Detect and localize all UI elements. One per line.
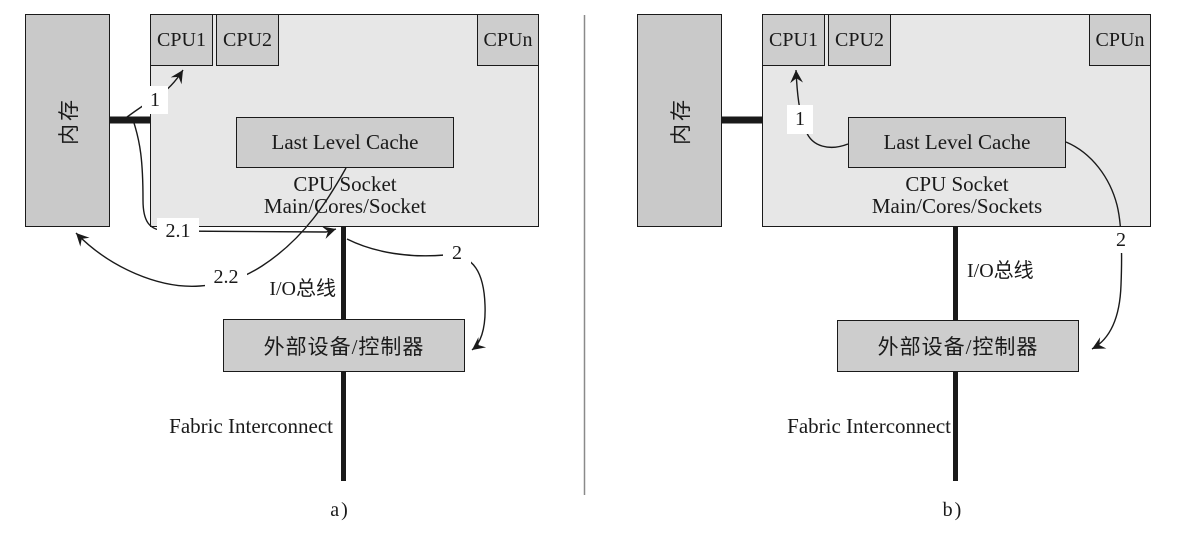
socket-caption: CPU Socket Main/Cores/Sockets [807,173,1107,217]
cpu2-box: CPU2 [828,14,891,66]
fabric-interconnect-label: Fabric Interconnect [787,414,951,438]
socket-caption: CPU Socket Main/Cores/Socket [195,173,495,217]
memory-label: 内存 [668,96,693,145]
step-label-2-1: 2.1 [157,218,199,245]
cpun-label: CPUn [483,28,533,51]
fabric-interconnect-label: Fabric Interconnect [169,414,333,438]
cpu1-box: CPU1 [150,14,213,66]
last-level-cache-box: Last Level Cache [236,117,454,168]
panel-b-caption: b) [942,499,964,521]
socket-caption-line2: Main/Cores/Sockets [871,194,1043,218]
socket-caption-line1: CPU Socket [293,172,397,196]
cpu1-box: CPU1 [762,14,825,66]
cpun-box: CPUn [1089,14,1151,66]
memory-box: 内存 [25,14,110,227]
cpu1-label: CPU1 [769,28,818,51]
cpu2-box: CPU2 [216,14,279,66]
llc-label: Last Level Cache [883,130,1031,154]
memory-label: 内存 [56,96,81,145]
external-device-box: 外部设备/控制器 [837,320,1079,372]
step-label-1: 1 [142,86,168,114]
cpun-label: CPUn [1095,28,1145,51]
step-label-2: 2 [1107,227,1135,253]
external-device-label: 外部设备/控制器 [877,335,1039,359]
last-level-cache-box: Last Level Cache [848,117,1066,168]
external-device-box: 外部设备/控制器 [223,319,465,372]
cpu2-label: CPU2 [835,28,884,51]
step-label-2: 2 [443,240,471,266]
io-bus-label: I/O总线 [967,260,1034,282]
step-label-2-2: 2.2 [205,264,247,290]
cpu1-label: CPU1 [157,28,206,51]
socket-caption-line2: Main/Cores/Socket [263,194,427,218]
external-device-label: 外部设备/控制器 [263,334,425,359]
socket-caption-line1: CPU Socket [905,172,1009,196]
cpu2-label: CPU2 [223,28,272,51]
panel-a-caption: a) [330,499,350,521]
memory-box: 内存 [637,14,722,227]
cpun-box: CPUn [477,14,539,66]
llc-label: Last Level Cache [271,130,419,154]
step-label-1: 1 [787,105,813,134]
